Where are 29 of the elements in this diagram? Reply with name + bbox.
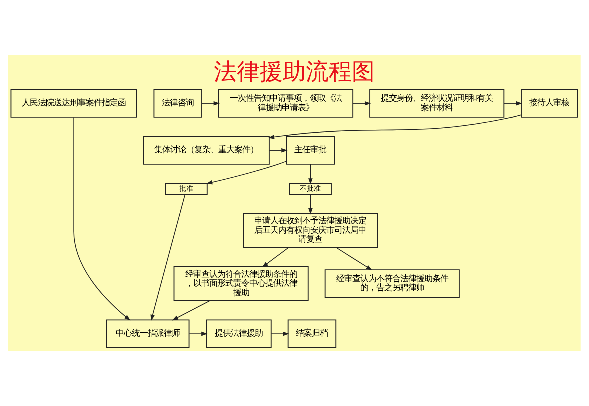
node-box: 申请人在收到不予法律援助决定后五天内有权向安庆市司法局申请复查 [243,213,378,248]
arrow [308,194,313,215]
arrow [268,114,522,140]
arrow [206,161,288,185]
node-box: 法律咨询 [154,89,202,118]
node-box: 主任审批 [286,136,336,165]
arrow [271,332,290,336]
node-box: 结案归档 [288,320,337,348]
node-box: 接待人审核 [521,89,578,118]
node-box: 经审查认为符合法律援助条件的，以书面形式责令中心提供法律援助 [174,266,309,302]
node-box: 提供法律援助 [206,320,272,348]
arrow [150,194,186,322]
arrow [336,247,372,271]
node-box: 提交身份、经济状况证明和有关案件材料 [370,89,505,118]
arrow [74,117,131,321]
node-box: 中心统一指派律师 [106,320,190,348]
arrow [262,247,290,268]
arrow [504,101,523,106]
arrow [202,101,220,106]
node-box: 经审查认为不符合法律援助条件的，告之另聘律师 [324,270,460,298]
diagram-title: 法律援助流程图 [214,60,375,86]
arrow [269,148,288,153]
arrow [308,164,313,185]
arrow [352,101,372,106]
node-box: 一次性告知申请事项，领取《法律援助申请表》 [218,89,354,118]
arrow [189,332,208,336]
arrow [172,300,210,321]
node-box: 人民法院送达刑事案件指定函 [10,89,138,118]
node-box: 集体讨论（复杂、重大案件） [143,136,270,165]
